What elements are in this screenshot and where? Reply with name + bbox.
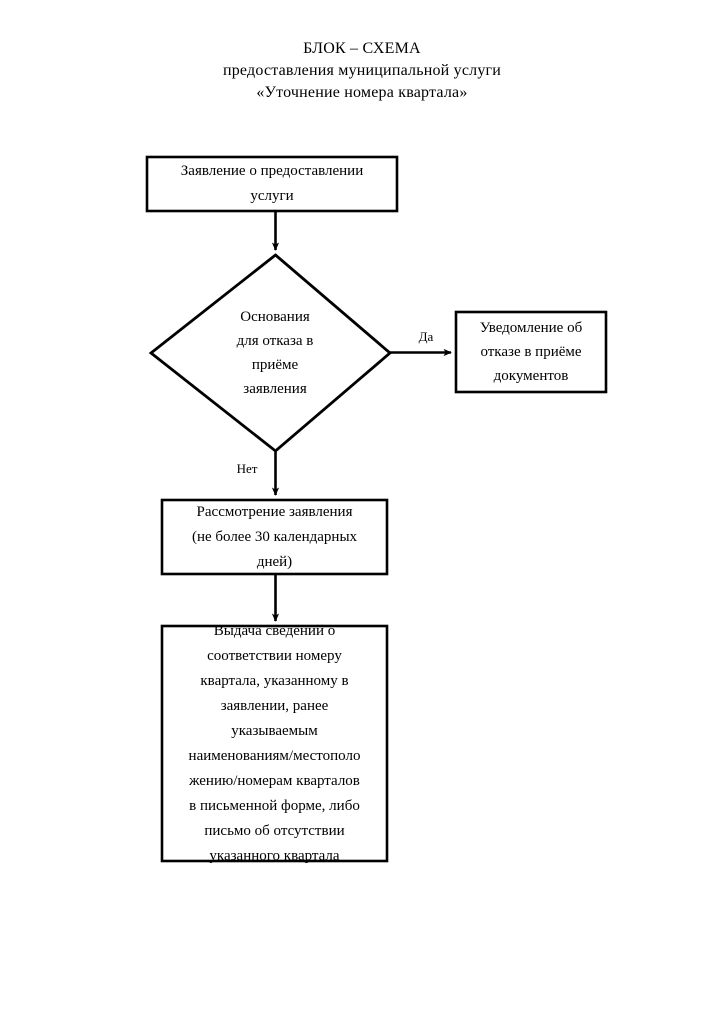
title-line-1: БЛОК – СХЕМА	[303, 40, 421, 57]
node-decision-shape	[148, 253, 393, 453]
node-application-shape	[145, 155, 399, 213]
node-refusal-shape	[454, 310, 608, 394]
title-line-2: предоставления муниципальной услуги	[222, 62, 502, 79]
document-title: БЛОК – СХЕМА предоставления муниципально…	[0, 38, 724, 104]
edge-label-no: Нет	[236, 461, 258, 476]
edge-label-yes: Да	[418, 329, 434, 344]
node-result-shape	[160, 624, 389, 863]
node-review-shape	[160, 498, 389, 576]
title-line-3: «Уточнение номера квартала»	[256, 84, 468, 101]
